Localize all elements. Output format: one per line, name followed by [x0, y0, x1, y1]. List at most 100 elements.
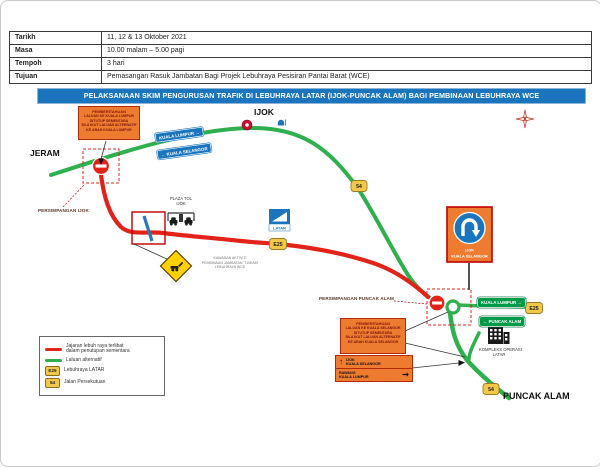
traffic-scheme-map: LATAR 54 E25 E25 54: [1, 105, 600, 461]
legend-label: Laluan alternatif: [66, 356, 102, 363]
construction-note-line3: LEBUHRAYA WCE: [214, 265, 246, 269]
table-row: Tarikh 11, 12 & 13 Oktober 2021: [10, 32, 591, 44]
construction-warning-icon: [159, 249, 193, 283]
detour-line2: KUALA SELANGOR: [346, 362, 381, 367]
place-label-jeram: JERAM: [30, 148, 60, 158]
notice-line: SILA IKUT LALUAN ALTERNATIF: [345, 335, 401, 340]
legend: Jajaran lebuh raya terlibat dalam penutu…: [39, 336, 165, 396]
uturn-line2: KUALA SELANGOR: [451, 254, 488, 259]
legend-item-latar: E25 Lebuhraya LATAR: [45, 365, 159, 376]
toll-plaza-line1: PLAZA TOL: [169, 196, 193, 201]
legend-label: Jalan Persekutuan: [64, 379, 106, 386]
red-line-swatch: [45, 347, 62, 351]
notice-title: PEMBERITAHUAN: [92, 108, 126, 114]
info-table: Tarikh 11, 12 & 13 Oktober 2021 Masa 10.…: [9, 31, 592, 84]
mosque-icon: [277, 119, 286, 126]
operations-complex-line2: LATAR: [492, 352, 506, 357]
row-label: Tujuan: [10, 71, 102, 83]
notice-line: DITUTUP SEMENTARA: [89, 118, 129, 123]
uturn-icon: [453, 211, 486, 245]
row-value: Pemasangan Rasuk Jambatan Bagi Projek Le…: [107, 73, 370, 80]
notice-line: LALUAN KE KUALA LUMPUR: [84, 114, 134, 118]
detour-line1: IJOK: [346, 357, 355, 362]
compass-icon: [515, 109, 535, 129]
green-sign-puncak-alam: ← PUNCAK ALAM: [480, 317, 525, 326]
row-value: 3 hari: [107, 60, 125, 67]
notice-line: SILA IKUT LALUAN ALTERNATIF: [81, 123, 137, 128]
table-row: Masa 10.00 malam – 5.00 pagi: [10, 44, 591, 57]
building-icon: [488, 327, 510, 344]
operations-complex-label: KOMPLEKS OPERASI LATAR: [479, 347, 522, 357]
row-label: Masa: [10, 45, 102, 57]
no-entry-icon-ijok: [91, 156, 111, 176]
bridge-icon: [142, 215, 154, 242]
row-value: 10.00 malam – 5.00 pagi: [107, 47, 185, 54]
detour-sign-text: IJOK KUALA SELANGOR: [346, 358, 381, 367]
detour-sign-text: RAWANG KUALA LUMPUR: [339, 371, 369, 380]
construction-note-line1: KAWASAN AKTIVITI: [213, 256, 247, 260]
junction-label-ijok: PERSIMPANGAN IJOK: [38, 208, 89, 213]
row-label: Tarikh: [10, 32, 102, 44]
table-row: Tempoh 3 hari: [10, 57, 591, 70]
legend-item-federal-road: 54 Jalan Persekutuan: [45, 378, 159, 389]
route-shield-e25-right: E25: [525, 302, 543, 314]
detour-sign-rawang: RAWANG KUALA LUMPUR ➞: [336, 368, 412, 381]
green-line-swatch: [45, 358, 62, 362]
notice-line: DITUTUP SEMENTARA: [353, 330, 393, 335]
leader-lines: [98, 140, 466, 369]
toll-plaza-icon: [167, 212, 195, 226]
row-value: 11, 12 & 13 Oktober 2021: [107, 34, 187, 41]
junction-box-ijok: [82, 148, 120, 184]
notice-line: KE ARAH KUALA SELANGOR: [347, 339, 399, 344]
construction-note: KAWASAN AKTIVITI PEMBINAAN JAMBATAN 'T-B…: [201, 256, 259, 270]
closed-route-red: [98, 172, 431, 300]
notice-box-ijok: PEMBERITAHUAN LALUAN KE KUALA LUMPUR DIT…: [78, 106, 140, 140]
toll-plaza-label: PLAZA TOL IJOK: [163, 196, 199, 206]
detour-line1: RAWANG: [339, 370, 356, 375]
e25-shield-icon: E25: [45, 365, 60, 376]
junction-label-puncak-alam: PERSIMPANGAN PUNCAK ALAM: [319, 296, 394, 301]
operations-complex-line1: KOMPLEKS OPERASI: [479, 347, 522, 352]
notice-box-puncak-alam: PEMBERITAHUAN LALUAN KE KUALA SELANGOR D…: [340, 318, 406, 354]
right-arrow-icon: ➞: [402, 370, 409, 380]
green-sign-kuala-lumpur: KUALA LUMPUR →: [478, 298, 525, 307]
table-row: Tujuan Pemasangan Rasuk Jambatan Bagi Pr…: [10, 70, 591, 83]
latar-logo: LATAR: [268, 209, 291, 232]
route-shield-54-top: 54: [350, 180, 368, 192]
route-shield-e25-red: E25: [269, 238, 287, 250]
legend-item-alternative-route: Laluan alternatif: [45, 356, 159, 364]
banner-title: PELAKSANAAN SKIM PENGURUSAN TRAFIK DI LE…: [37, 88, 586, 104]
54-shield-icon: 54: [45, 378, 60, 389]
detour-line2: KUALA LUMPUR: [339, 375, 369, 380]
legend-label-line2: dalam penutupan sementara: [66, 348, 130, 355]
junction-label-leaders: [62, 183, 428, 305]
notice-line: KE ARAH KUALA LUMPUR: [86, 127, 132, 132]
roundabout-icon: [445, 299, 461, 315]
detour-signs: ↑ IJOK KUALA SELANGOR RAWANG KUALA LUMPU…: [335, 355, 413, 383]
svg-text:54: 54: [488, 387, 494, 393]
notice-line: LALUAN KE KUALA SELANGOR: [345, 326, 401, 330]
detour-sign-ijok: ↑ IJOK KUALA SELANGOR: [336, 356, 412, 368]
uturn-sign: IJOK KUALA SELANGOR: [446, 206, 493, 268]
up-arrow-icon: ↑: [339, 357, 343, 367]
construction-note-line2: PEMBINAAN JAMBATAN 'T-BEAM': [201, 260, 259, 265]
svg-text:54: 54: [356, 184, 362, 190]
uturn-line1: IJOK: [465, 248, 474, 253]
place-label-puncak-alam: PUNCAK ALAM: [503, 391, 570, 401]
toll-plaza-line2: IJOK: [176, 201, 186, 206]
legend-label: Jajaran lebuh raya terlibat dalam penutu…: [66, 342, 130, 356]
legend-label-line1: Jajaran lebuh raya terlibat: [66, 342, 124, 349]
svg-text:E25: E25: [273, 242, 282, 248]
legend-item-closed-route: Jajaran lebuh raya terlibat dalam penutu…: [45, 342, 159, 356]
svg-text:LATAR: LATAR: [273, 225, 286, 230]
svg-text:E25: E25: [529, 306, 538, 312]
ijok-landmark-icon: [241, 119, 253, 131]
place-label-ijok: IJOK: [254, 107, 274, 117]
legend-label: Lebuhraya LATAR: [64, 366, 105, 373]
map-canvas: LATAR 54 E25 E25 54: [49, 109, 543, 401]
junction-box-puncak-alam: [426, 288, 472, 326]
route-shield-54-bottom: 54: [482, 383, 500, 395]
no-entry-icon-puncak-alam: [428, 294, 446, 312]
row-label: Tempoh: [10, 58, 102, 70]
